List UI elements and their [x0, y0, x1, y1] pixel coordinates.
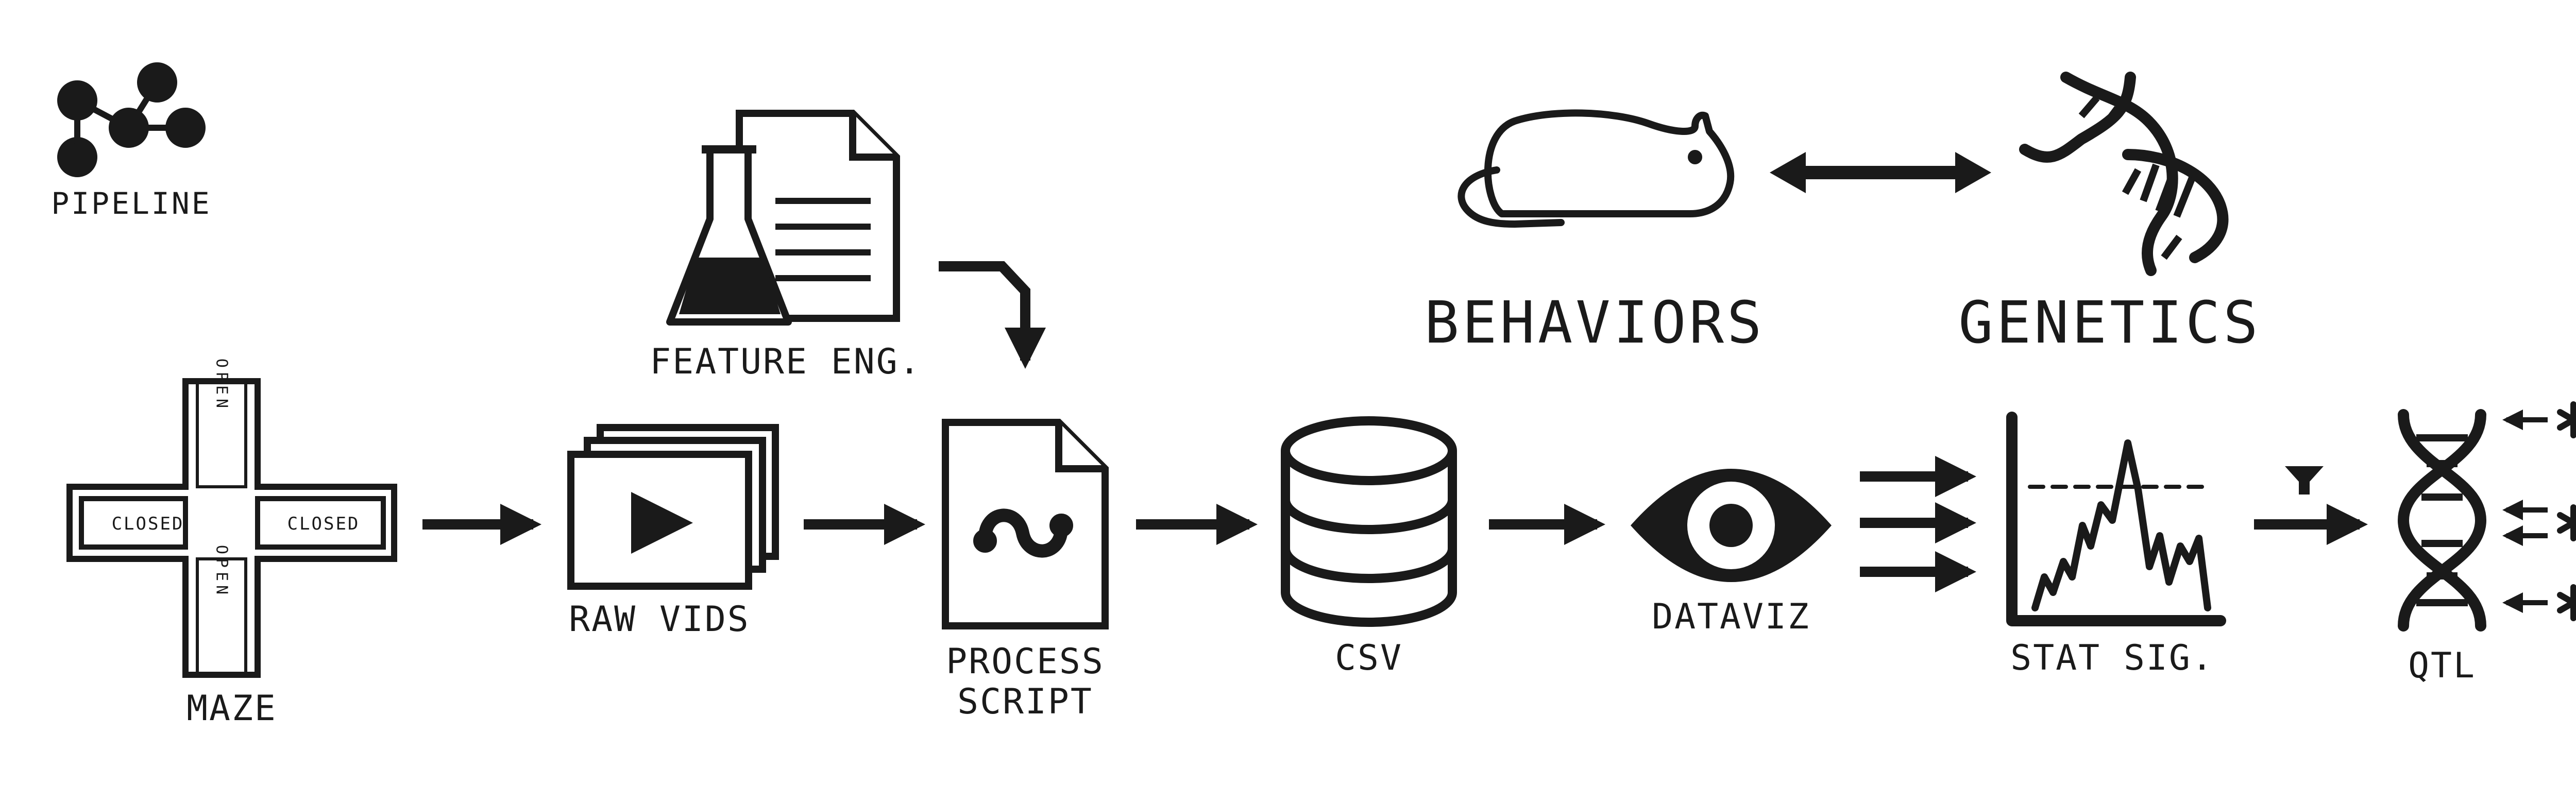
- dna-helix-rungs: [2078, 95, 2196, 260]
- play-icon: [631, 492, 693, 554]
- qtl-label: QTL: [2408, 645, 2476, 686]
- mouse-icon: [1458, 109, 1735, 228]
- raw-vids-label: RAW VIDS: [569, 599, 750, 640]
- process-label-line1: PROCESS: [946, 641, 1105, 682]
- line-chart-icon: [2006, 412, 2226, 626]
- funnel-icon: [2285, 466, 2324, 495]
- qtl-marker-arrows: [2502, 410, 2548, 613]
- pipeline-graph-icon: [57, 62, 206, 177]
- database-icon: [1281, 416, 1457, 627]
- double-arrow-icon: [1770, 152, 1991, 193]
- arrows-dataviz-to-stat: [1860, 456, 1976, 592]
- document-lines: [775, 198, 871, 281]
- maze-icon: [66, 378, 397, 678]
- dna-rungs: [2416, 434, 2468, 606]
- maze-arm-top: OPEN: [213, 359, 231, 412]
- genetics-heading: GENETICS: [1958, 289, 2261, 356]
- pipeline-title: PIPELINE: [51, 186, 211, 221]
- behaviors-heading: BEHAVIORS: [1425, 289, 1765, 356]
- maze-arm-bottom: OPEN: [213, 545, 231, 599]
- script-logo-icon: [973, 508, 1073, 558]
- flask-icon: [666, 145, 792, 326]
- maze-arm-right: CLOSED: [287, 514, 360, 534]
- eye-icon: [1631, 469, 1832, 582]
- stat-sig-label: STAT SIG.: [2010, 638, 2214, 678]
- dna-helix-icon: [2019, 72, 2229, 276]
- maze-arm-left: CLOSED: [112, 514, 184, 534]
- maze-label: MAZE: [187, 688, 277, 729]
- video-stack-icon: [567, 424, 779, 590]
- arrow-feature-to-process: [939, 261, 1046, 369]
- process-label-line2: SCRIPT: [957, 681, 1093, 722]
- asterisk-icon: [2557, 401, 2576, 621]
- dataviz-label: DATAVIZ: [1652, 597, 1810, 637]
- feature-eng-label: FEATURE ENG.: [650, 342, 921, 382]
- dna-icon: [2397, 409, 2487, 632]
- csv-label: CSV: [1335, 638, 1403, 678]
